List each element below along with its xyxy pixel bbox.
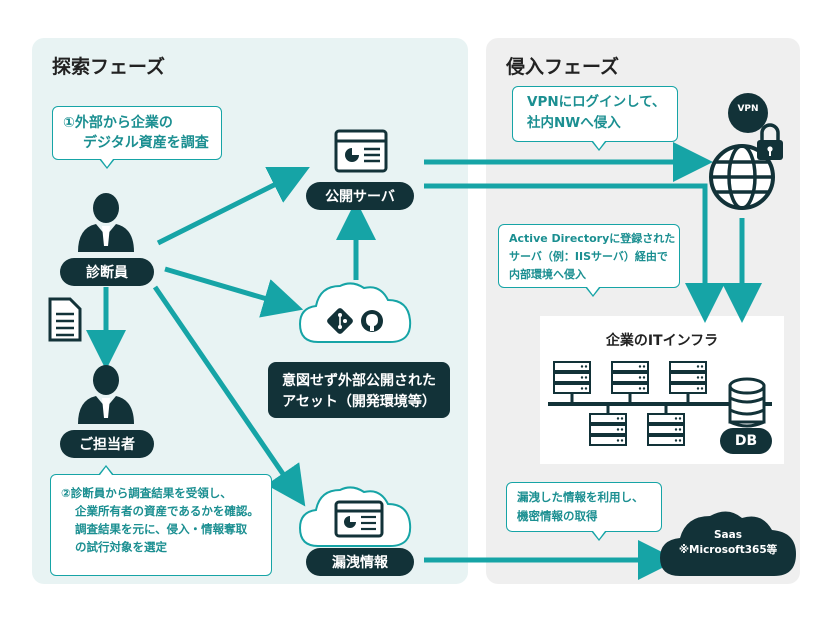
vpn-badge-label: VPN: [737, 104, 759, 114]
server-unit: [611, 361, 649, 372]
auditor-label: 診断員: [60, 258, 154, 286]
server-unit: [589, 435, 627, 446]
callout-step2-line4: の試行対象を選定: [75, 540, 167, 554]
saas-cloud: [660, 511, 796, 576]
flow-arrows: [86, 142, 762, 580]
saas-label-line1: Saas: [714, 529, 742, 541]
server-unit: [611, 372, 649, 383]
server-unit: [553, 372, 591, 383]
owner-person-icon: [78, 365, 134, 424]
server-unit: [647, 435, 685, 446]
server-unit: [611, 383, 649, 394]
public-server-label: 公開サーバ: [306, 182, 414, 210]
callout-vpn: VPNにログインして、 社内NWへ侵入: [512, 86, 678, 151]
server-unit: [669, 383, 707, 394]
server-unit: [647, 424, 685, 435]
leaked-info-label: 漏洩情報: [306, 548, 414, 576]
callout-vpn-line1: VPNにログインして、: [527, 94, 666, 110]
it-infrastructure-title: 企業のITインフラ: [605, 333, 719, 349]
server-unit: [669, 361, 707, 372]
vpn-badge: [728, 93, 768, 133]
callout-step1-line2: デジタル資産を調査: [83, 135, 209, 151]
browser-window-icon: [334, 129, 388, 173]
callout-vpn-line2: 社内NWへ侵入: [527, 115, 621, 131]
db-label: DB: [720, 428, 772, 454]
callout-step2-line2: 企業所有者の資産であるかを確認。: [75, 504, 259, 518]
document-icon: [48, 297, 82, 342]
server-unit: [553, 361, 591, 372]
server-unit: [589, 413, 627, 424]
callout-step2-line1: ②診断員から調査結果を受領し、: [61, 486, 232, 500]
cloud-leak-icon: [298, 486, 412, 547]
unintended-assets-line2: アセット（開発環境等）: [282, 394, 436, 410]
unintended-assets-line1: 意図せず外部公開された: [282, 373, 436, 389]
callout-ad-line2: サーバ（例：IISサーバ）経由で: [509, 250, 668, 263]
callout-step1: ①外部から企業の デジタル資産を調査: [52, 106, 222, 169]
github-icon: [361, 310, 383, 332]
auditor-person-icon: [78, 193, 134, 252]
arrow-auditor-to-assets: [164, 266, 304, 318]
callout-leak-use: 漏洩した情報を利用し、 機密情報の取得: [506, 482, 662, 541]
exploration-phase-title: 探索フェーズ: [52, 56, 166, 78]
unintended-assets-label: 意図せず外部公開された アセット（開発環境等）: [268, 362, 450, 418]
callout-active-directory: Active Directoryに登録された サーバ（例：IISサーバ）経由で …: [498, 224, 680, 297]
callout-step1-line1: ①外部から企業の: [63, 115, 173, 131]
callout-step2: ②診断員から調査結果を受領し、 企業所有者の資産であるかを確認。 調査結果を元に…: [50, 465, 272, 576]
lock-icon: [757, 123, 783, 160]
callout-step2-line3: 調査結果を元に、侵入・情報奪取: [75, 522, 248, 536]
server-unit: [553, 383, 591, 394]
server-unit: [647, 413, 685, 424]
cloud-git-icon: [298, 282, 412, 343]
intrusion-phase-title: 侵入フェーズ: [506, 56, 620, 78]
arrow-auditor-to-leaked-info: [152, 285, 306, 507]
server-unit: [669, 372, 707, 383]
arrow-auditor-to-public-server: [156, 167, 310, 246]
database-icon: [728, 377, 766, 428]
server-unit: [589, 424, 627, 435]
saas-label-line2: ※Microsoft365等: [678, 544, 778, 556]
arrow-server-to-infra: [424, 183, 725, 323]
saas-label: Saas ※Microsoft365等: [660, 528, 796, 558]
callout-leak-use-line2: 機密情報の取得: [517, 509, 598, 523]
callout-ad-line3: 内部環境へ侵入: [509, 268, 586, 281]
owner-label: ご担当者: [60, 430, 154, 458]
vpn-globe-icon: [709, 144, 775, 210]
callout-ad-line1: Active Directoryに登録された: [509, 232, 676, 245]
git-icon: [327, 308, 353, 334]
callout-leak-use-line1: 漏洩した情報を利用し、: [517, 490, 644, 504]
